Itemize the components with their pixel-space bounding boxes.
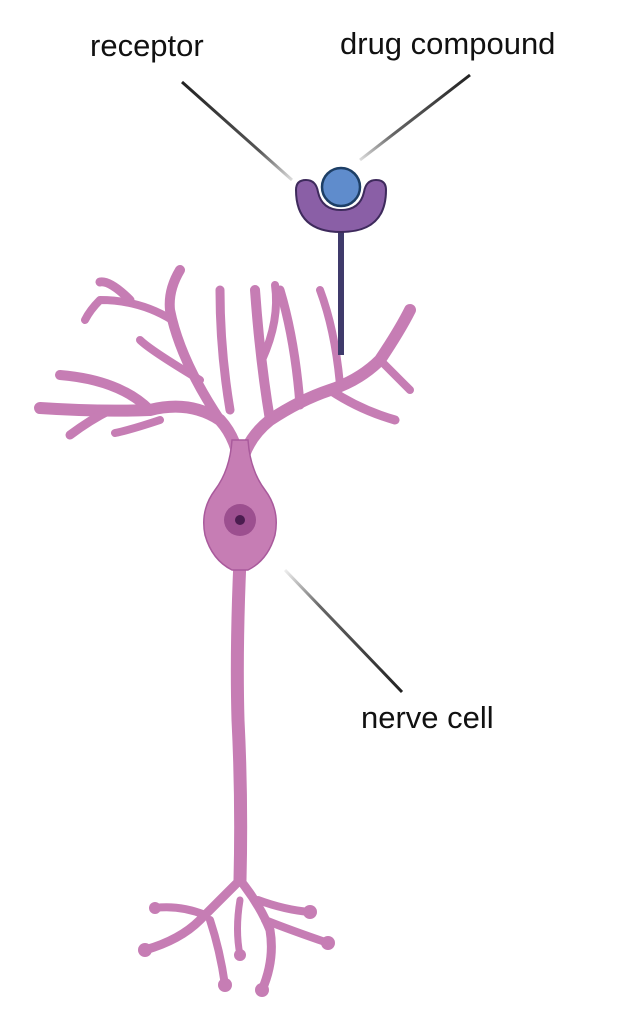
receptor-leader-line: [181, 80, 293, 182]
nerve-cell-label: nerve cell: [361, 700, 494, 735]
receptor-cup: [294, 178, 388, 234]
axon-terminals: [138, 902, 335, 997]
nucleolus: [235, 515, 245, 525]
dendrites: [34, 265, 416, 476]
axon: [140, 553, 332, 995]
nerve-cell-leader-line: [283, 568, 404, 694]
drug-compound-label: drug compound: [340, 26, 556, 61]
drug-compound-icon: [320, 166, 362, 208]
receptor-label: receptor: [90, 28, 204, 63]
drug-leader-line: [359, 73, 471, 162]
